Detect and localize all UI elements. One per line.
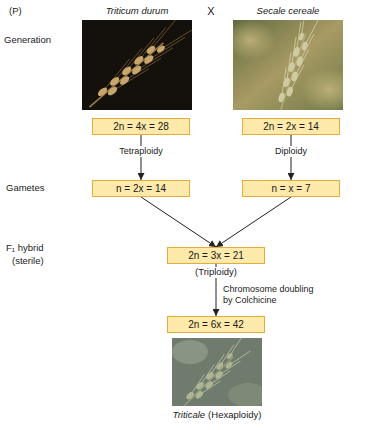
durum-wheat-photo-part-part-part: [156, 44, 166, 54]
rye-photo: [233, 20, 343, 110]
durum-wheat-photo-part-part-part: [131, 64, 143, 76]
chromosome-count: 2n = 2x = 14: [263, 121, 319, 133]
arrow-connector: [216, 197, 291, 247]
arrow-connector: [141, 135, 142, 180]
triticale-photo-part-part-part: [187, 374, 208, 395]
durum-wheat-photo-part-part-part: [121, 65, 133, 77]
rye-photo-part-part-part: [301, 41, 309, 51]
triticale-photo-part-part: [185, 352, 238, 405]
triticale-photo-part: [228, 383, 262, 406]
triticale-photo-part-part-part: [195, 381, 205, 391]
rye-photo-part-part-part: [277, 92, 285, 103]
rye-photo-part-part-part: [295, 56, 303, 67]
triticale-photo-part-part-part: [205, 371, 215, 381]
durum-wheat-photo-part-part: [98, 20, 192, 102]
rye-photo-part-part-part: [291, 71, 299, 82]
chromosome-count: 2n = 6x = 42: [188, 319, 244, 331]
triticale-photo-part-part-part: [199, 377, 220, 398]
rye-photo-part-part-part: [298, 32, 305, 41]
chromosome-box: 2n = 6x = 42: [167, 316, 265, 333]
triticale-photo-part-part-part: [214, 370, 224, 380]
chromosome-count: n = 2x = 14: [116, 183, 166, 195]
durum-wheat-photo-part-part-part: [109, 75, 121, 87]
durum-wheat-photo-part-part-part: [145, 44, 156, 55]
caption-text: (sterile): [12, 256, 44, 267]
triticale-photo-part-part-part: [185, 391, 195, 401]
process-label: Chromosome doubling by Colchicine: [221, 284, 325, 306]
chromosome-count: 2n = 3x = 21: [188, 250, 244, 262]
durum-wheat-photo-part-part-part: [118, 75, 130, 87]
chromosome-count: n = x = 7: [272, 183, 311, 195]
rye-photo-part-part: [277, 20, 321, 101]
durum-wheat-photo-part-part-part: [133, 54, 145, 66]
triticale-photo-part: [172, 340, 208, 364]
durum-wheat-photo-part: [83, 20, 192, 110]
rye-photo-part: [271, 20, 321, 110]
chromosome-box: 2n = 2x = 14: [242, 118, 340, 135]
caption-text: (Hexaploidy): [208, 410, 261, 421]
triticale-photo-part: [175, 338, 253, 406]
caption-text: Generation: [4, 35, 51, 46]
triticale-photo-part-part-part: [225, 361, 234, 370]
durum-wheat-photo-part-part-part: [106, 85, 118, 97]
rye-photo-part-part-part: [292, 46, 300, 57]
caption-text: Triticum durum: [106, 6, 169, 17]
chromosome-count: 2n = 4x = 28: [113, 121, 169, 133]
durum-wheat-photo: [82, 20, 192, 110]
triticale-photo-part-part-part: [206, 355, 227, 376]
triticale-photo-part-part: [187, 338, 254, 403]
rye-photo-part: [300, 68, 343, 110]
durum-wheat-photo-part-part: [96, 39, 166, 102]
triticale-photo-part-part-part: [196, 365, 217, 386]
rye-photo-part-part-part: [282, 77, 290, 88]
caption-text: (P): [9, 6, 22, 17]
arrow-connector: [291, 135, 292, 180]
caption-text: Gametes: [6, 183, 45, 194]
triticale-photo-part-part-part: [215, 361, 224, 370]
triticale-photo-part-part-part: [219, 357, 240, 378]
durum-wheat-photo-part: [82, 20, 192, 110]
durum-wheat-photo-part-part: [89, 43, 163, 107]
triticale-photo-part-part-part: [204, 380, 214, 390]
triticale-photo-part-part-part: [226, 352, 234, 360]
process-label: Tetraploidy: [117, 146, 165, 157]
triticale-photo-part-part-part: [209, 367, 230, 388]
rye-photo-part: [233, 20, 276, 60]
triticale-photo-part-part: [181, 357, 233, 406]
triticale-photo-part-part-part: [194, 390, 204, 400]
arrow-connector: [141, 197, 216, 247]
triticale-photo-part-part-part: [229, 348, 250, 369]
durum-wheat-photo-part-part-part: [146, 20, 182, 50]
durum-wheat-photo-part-part-part: [96, 86, 108, 98]
chromosome-box: 2n = 4x = 28: [92, 118, 190, 135]
caption-text: X: [207, 5, 214, 18]
rye-photo-part-part-part: [287, 61, 295, 72]
caption-text: Secale cereale: [257, 6, 320, 17]
caption-text: Triticale: [173, 410, 206, 421]
chromosome-box: n = 2x = 14: [92, 180, 190, 197]
process-label: Diploidy: [273, 146, 309, 157]
rye-photo-part-part-part: [286, 86, 294, 97]
chromosome-box: n = x = 7: [242, 180, 340, 197]
triticale-photo-part-part-part: [216, 345, 237, 366]
triticale-photo: [172, 338, 262, 406]
caption-text: F₁ hybrid: [6, 243, 44, 254]
rye-photo-part-part: [277, 32, 311, 105]
chromosome-box: 2n = 3x = 21: [167, 247, 265, 264]
durum-wheat-photo-part-part-part: [161, 22, 192, 55]
triticale-photo-part-part-part: [226, 338, 246, 356]
durum-wheat-photo-part-part-part: [143, 54, 155, 66]
caption-text: (Triploidy): [193, 267, 239, 278]
